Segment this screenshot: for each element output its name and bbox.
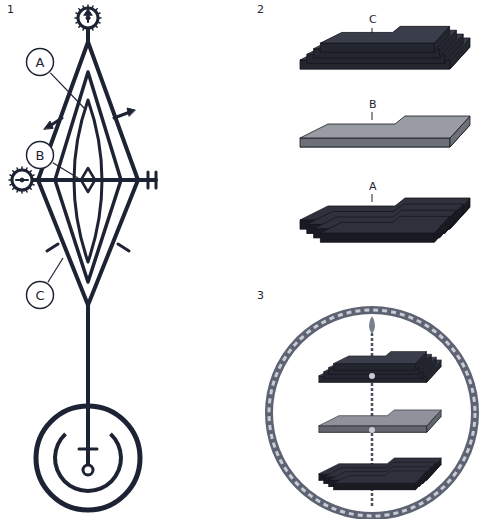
center-circle [83,465,93,475]
gear-symbol [12,170,32,190]
sigil-line [98,17,101,19]
inner-arc [53,432,123,493]
sigil-line [92,6,93,9]
chain-bead [369,427,375,433]
sigil-line [10,175,13,176]
plate-figure [319,458,441,490]
plate-figure [300,26,470,69]
arrow-head [127,108,135,116]
plate-side [300,138,450,147]
sigil-line [87,28,89,31]
plate-top [319,410,441,426]
plate-top [320,216,449,233]
sigil-line [17,168,18,171]
sigil-line [114,112,130,118]
pole-line [372,194,373,202]
plate-top [320,26,449,43]
plate-figure [300,198,470,242]
sigil-line [16,179,28,181]
callout-letter: C [25,288,55,303]
plate-side [333,483,415,489]
sigil-line [26,168,27,171]
sigil-line [31,184,34,185]
sigil-line [83,27,84,30]
sigil-line [86,305,90,466]
pole-line [372,112,373,120]
callout-letter: A [25,55,55,70]
plates-panel [300,26,470,242]
sigil-line [92,27,93,30]
plate-side [320,233,434,242]
sigil-figure [9,5,156,510]
sigil-line [79,9,81,11]
sigil-line [13,171,15,173]
arrow-head [44,121,53,129]
callout-letter: B [25,148,55,163]
plate-side [319,426,427,432]
sigil-line [118,244,129,251]
chain-bead [369,373,375,379]
leader-line [53,163,78,178]
sigil-line [10,184,13,185]
sigil-line [97,13,100,14]
sigil-line [79,25,81,27]
sigil-line [33,178,156,182]
gear-symbol [78,8,98,28]
drop-symbol [369,316,375,334]
plate-top [300,116,470,138]
sigil-line [38,42,138,305]
plate-letter: C [368,14,378,26]
braided-ring [269,310,475,516]
sigil-line [76,22,79,23]
sigil-line [17,189,18,192]
sigil-line [29,171,31,173]
plate-letter: A [368,181,378,193]
callout-circle: B [25,140,55,170]
panel-number: 1 [6,4,15,16]
plate-figure [300,116,470,147]
leader-line [48,258,63,282]
callout-circle: C [25,280,55,310]
sigil-line [29,187,31,189]
sigil-line [13,187,15,189]
sigil-line [79,448,97,451]
sigil-line [75,17,78,19]
sigil-line [55,72,121,282]
sigil-line [21,190,23,193]
braided-ring [269,310,475,516]
plate-side [320,43,434,52]
sigil-line [47,244,58,251]
panel-number: 2 [256,4,265,16]
sigil-line [31,175,34,176]
sigil-line [32,179,35,181]
sigil-line [76,13,79,14]
sigil-line [97,22,100,23]
panel-number: 3 [256,290,265,302]
sigil-line [147,172,150,188]
callout-circle: A [25,47,55,77]
plate-top [333,352,426,364]
sigil-line [26,189,27,192]
sigil-line [83,6,84,9]
ring-panel [269,310,475,516]
leader-line [50,73,86,110]
sigil-line [95,25,97,27]
arrow-head [84,9,92,15]
sigil-line [9,179,12,181]
outer-circle [36,406,140,510]
plate-side [333,364,415,370]
plate-figure [319,410,441,432]
sigil-line [155,172,158,188]
plate-letter: B [368,99,378,111]
sigil-line [21,167,23,170]
sigil-line [95,9,97,11]
sigil-line [87,5,89,8]
plate-figure [319,352,441,383]
plate-top [333,471,426,483]
